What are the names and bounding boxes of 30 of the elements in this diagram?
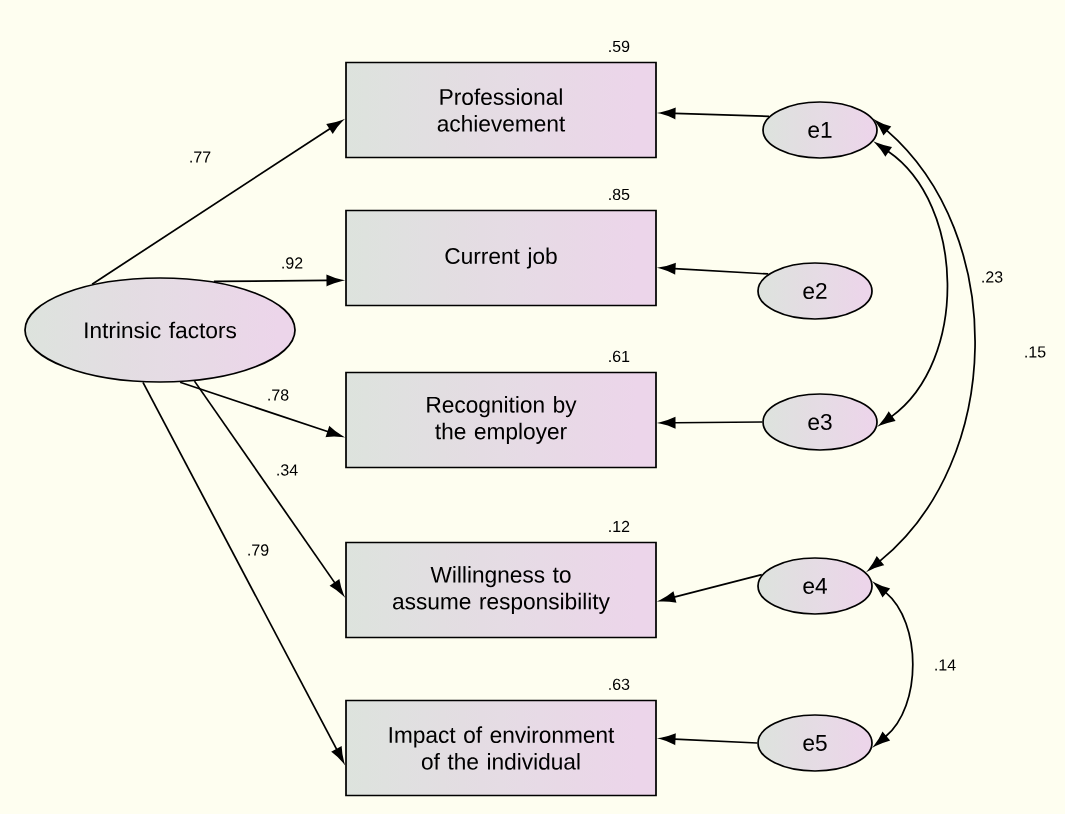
covariance-arrow xyxy=(875,142,949,426)
path-arrow xyxy=(91,120,343,286)
edge-label: .79 xyxy=(245,543,271,557)
path-arrow xyxy=(660,263,770,275)
edge-label: .14 xyxy=(932,658,958,672)
edge-label: .23 xyxy=(979,270,1005,284)
r-squared-label: .12 xyxy=(609,520,630,533)
r-squared-label: .85 xyxy=(609,188,630,200)
r-squared-label: .63 xyxy=(609,678,630,690)
path-arrow xyxy=(179,381,343,437)
observed-variable-box: Impact of environment of the individual xyxy=(345,699,657,797)
r-squared-label: .61 xyxy=(609,350,630,362)
observed-variable-box: Current job xyxy=(345,209,657,307)
path-arrow xyxy=(213,274,342,286)
path-arrow xyxy=(660,733,758,745)
path-arrow xyxy=(660,417,763,429)
edge-label: .77 xyxy=(187,150,213,164)
path-arrow xyxy=(193,380,344,596)
covariance-arrow xyxy=(868,120,976,571)
edge-label: .34 xyxy=(274,463,300,477)
observed-variable-box: Professional achievement xyxy=(345,61,657,159)
observed-variable-box: Willingness to assume responsibility xyxy=(345,541,657,639)
path-arrow xyxy=(660,108,770,119)
edge-label: .15 xyxy=(1022,345,1048,359)
r-squared-label: .59 xyxy=(609,40,630,52)
covariance-arrow xyxy=(874,582,914,747)
edge-label: .92 xyxy=(279,256,305,270)
path-arrow xyxy=(142,381,345,763)
edge-label: .78 xyxy=(265,388,291,402)
observed-variable-box: Recognition by the employer xyxy=(345,371,657,469)
